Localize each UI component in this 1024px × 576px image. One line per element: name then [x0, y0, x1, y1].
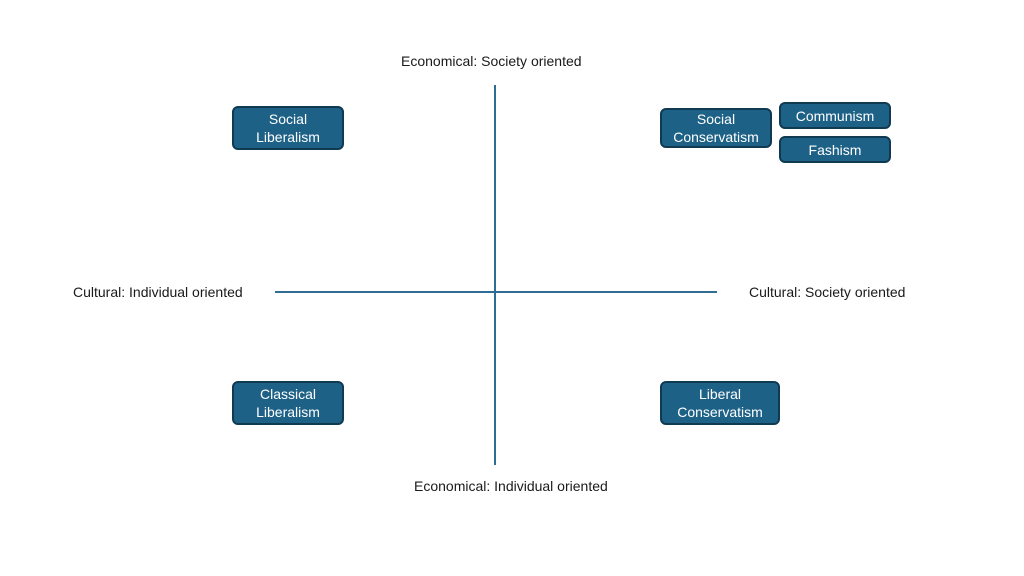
fashism-label: Fashism — [808, 141, 862, 158]
social-liberalism-line2: Liberalism — [256, 129, 320, 145]
vertical-axis-line — [494, 85, 496, 465]
communism-label: Communism — [795, 107, 875, 124]
classical-liberalism-line1: Classical — [259, 386, 316, 402]
liberal-conservatism-line1: Liberal — [698, 386, 742, 402]
classical-liberalism-box: Classical Liberalism — [232, 381, 344, 425]
communism-box: Communism — [779, 102, 891, 129]
axis-label-bottom: Economical: Individual oriented — [414, 478, 608, 494]
social-conservatism-line1: Social — [696, 111, 736, 127]
horizontal-axis-line — [275, 291, 717, 293]
social-liberalism-box: Social Liberalism — [232, 106, 344, 150]
liberal-conservatism-box: Liberal Conservatism — [660, 381, 780, 425]
axis-label-top: Economical: Society oriented — [401, 53, 582, 69]
social-liberalism-line1: Social — [268, 111, 308, 127]
fashism-box: Fashism — [779, 136, 891, 163]
social-conservatism-box: Social Conservatism — [660, 108, 772, 148]
liberal-conservatism-line2: Conservatism — [677, 404, 763, 420]
social-conservatism-line2: Conservatism — [673, 129, 759, 145]
axis-label-right: Cultural: Society oriented — [749, 284, 906, 300]
axis-label-left: Cultural: Individual oriented — [73, 284, 243, 300]
classical-liberalism-line2: Liberalism — [256, 404, 320, 420]
